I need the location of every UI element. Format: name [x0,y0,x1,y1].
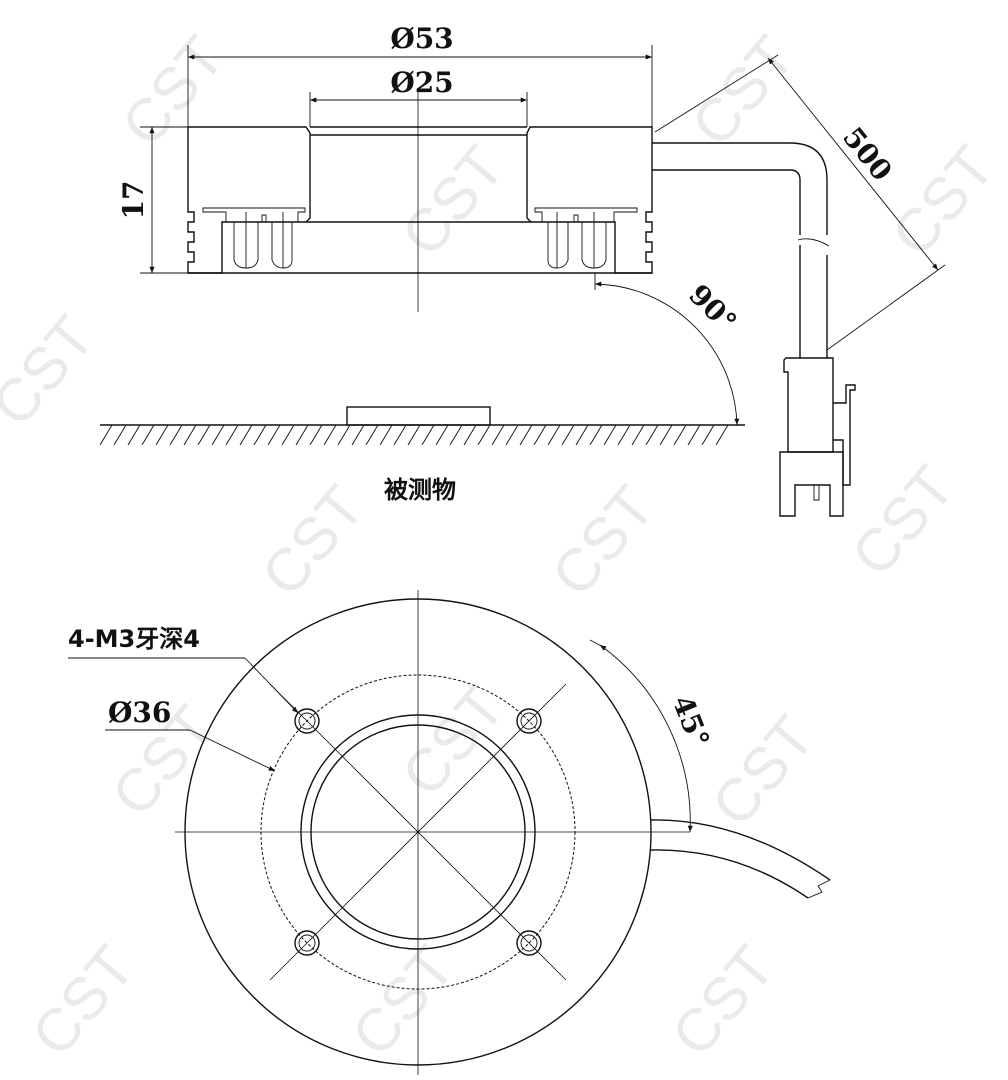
hatch-line [337,424,351,446]
svg-text:CST: CST [19,933,147,1068]
hatch-line [505,424,519,446]
hatch-line [309,424,323,446]
dim-angle-45: 45° [666,691,716,752]
thread-label: 4-M3牙深4 [68,625,200,653]
svg-text:CST: CST [839,453,967,588]
hatch-line [673,424,687,446]
dim-outer-diameter: Ø53 [390,22,453,55]
svg-text:CST: CST [389,133,517,268]
hatch-line [603,424,617,446]
hatch-line [99,424,113,446]
svg-text:CST: CST [699,703,827,838]
dim-angle-90: 90° [682,278,743,339]
hatch-line [197,424,211,446]
hatch-line [547,424,561,446]
hatch-line [631,424,645,446]
hatch-line [589,424,603,446]
hatch-line [477,424,491,446]
hatch-line [239,424,253,446]
svg-text:CST: CST [659,933,787,1068]
hatch-line [295,424,309,446]
mounting-holes [294,708,542,956]
hatch-line [701,424,715,446]
hatch-line [449,424,463,446]
left-section [187,126,311,274]
right-section [526,126,653,274]
svg-text:CST: CST [109,23,237,158]
hatch-line [141,424,155,446]
hatch-line [533,424,547,446]
hatch-line [281,424,295,446]
hatch-line [687,424,701,446]
hatch-line [463,424,477,446]
hatch-line [393,424,407,446]
ground-hatch [99,424,729,446]
hatch-line [575,424,589,446]
dim-inner-diameter: Ø25 [390,66,453,99]
hatch-line [421,424,435,446]
hatch-line [127,424,141,446]
hatch-line [379,424,393,446]
hatch-line [169,424,183,446]
bolt-circle-label: Ø36 [108,696,171,729]
hatch-line [491,424,505,446]
svg-text:CST: CST [0,303,107,438]
hatch-line [365,424,379,446]
hatch-line [715,424,729,446]
svg-text:CST: CST [539,473,667,608]
hatch-line [519,424,533,446]
object-label: 被测物 [384,476,456,504]
hatch-line [659,424,673,446]
hatch-line [183,424,197,446]
hatch-line [645,424,659,446]
svg-text:CST: CST [389,673,517,808]
hatch-line [155,424,169,446]
hatch-line [407,424,421,446]
svg-text:CST: CST [339,933,467,1068]
hatch-line [561,424,575,446]
hatch-line [323,424,337,446]
hatch-line [211,424,225,446]
hatch-line [617,424,631,446]
side-view: Ø53 Ø25 17 500 90° 被测物 [99,22,946,517]
hatch-line [225,424,239,446]
hatch-line [253,424,267,446]
hatch-line [435,424,449,446]
dim-height: 17 [117,181,150,220]
svg-text:CST: CST [249,473,377,608]
svg-text:CST: CST [679,23,807,158]
svg-text:CST: CST [879,133,1007,268]
hatch-line [113,424,127,446]
hatch-line [267,424,281,446]
hatch-line [351,424,365,446]
